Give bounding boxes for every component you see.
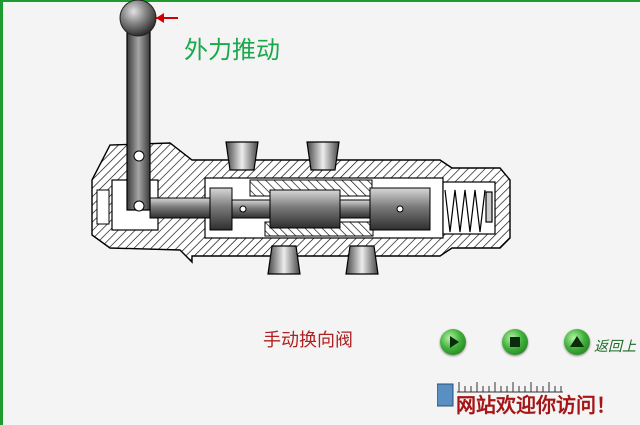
force-pointer-arrow xyxy=(156,13,178,23)
progress-ruler xyxy=(437,382,563,407)
welcome-banner: 网站欢迎你访问！ xyxy=(456,393,616,417)
hand-lever[interactable] xyxy=(119,0,157,212)
play-icon xyxy=(450,336,459,348)
diagram-caption: 手动换向阀 xyxy=(263,330,353,351)
return-link[interactable]: 返回上 xyxy=(594,339,636,355)
force-label: 外力推动 xyxy=(184,36,280,64)
play-button[interactable] xyxy=(440,329,466,355)
stop-button[interactable] xyxy=(502,329,528,355)
up-button[interactable] xyxy=(564,329,590,355)
valve-ports xyxy=(225,141,379,275)
stop-icon xyxy=(510,337,520,347)
up-arrow-icon xyxy=(570,336,584,347)
return-spring xyxy=(444,189,493,233)
